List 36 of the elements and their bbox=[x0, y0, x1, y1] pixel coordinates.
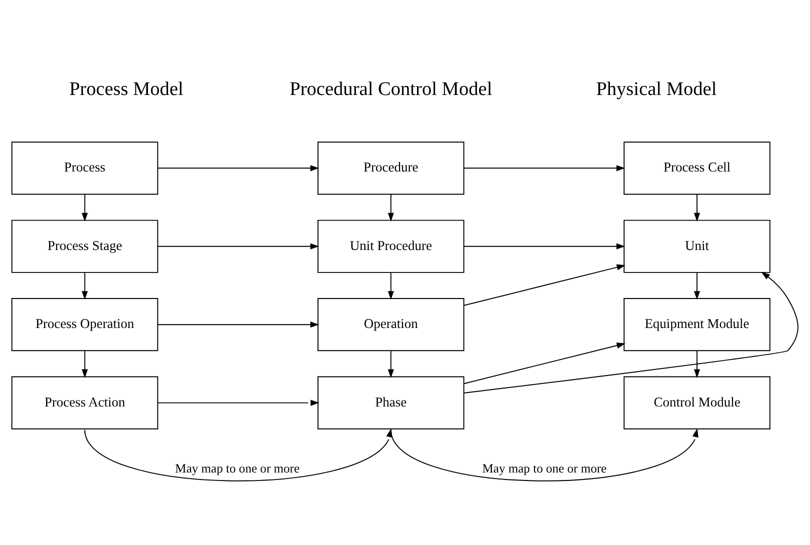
arrow bbox=[388, 194, 394, 222]
arrow bbox=[82, 194, 88, 222]
edge-label: May map to one or more bbox=[175, 462, 300, 476]
node-box: Phase bbox=[318, 376, 464, 430]
arrow bbox=[390, 428, 698, 482]
arrow bbox=[463, 165, 626, 172]
node-box: Process bbox=[11, 142, 158, 195]
node-box: Process Stage bbox=[11, 220, 158, 273]
node-box: Process Operation bbox=[11, 298, 158, 352]
node-box: Unit bbox=[624, 220, 770, 273]
label: Procedural Control Model bbox=[290, 78, 492, 100]
arrow bbox=[388, 350, 394, 378]
arrow bbox=[694, 350, 700, 378]
node-box: Equipment Module bbox=[624, 298, 770, 352]
node-box: Process Cell bbox=[624, 142, 770, 195]
label: Physical Model bbox=[596, 78, 717, 100]
arrow bbox=[82, 272, 88, 300]
node-box: Unit Procedure bbox=[318, 220, 464, 273]
arrow bbox=[694, 194, 700, 222]
label: Process Model bbox=[69, 78, 184, 100]
arrow bbox=[463, 243, 626, 250]
arrow bbox=[82, 350, 88, 378]
edge-label: May map to one or more bbox=[482, 462, 607, 476]
arrow bbox=[157, 165, 320, 172]
node-box: Procedure bbox=[318, 142, 464, 195]
arrow bbox=[157, 322, 320, 328]
arrow bbox=[464, 264, 626, 306]
arrow bbox=[388, 272, 394, 300]
arrow bbox=[157, 400, 320, 406]
node-box: Operation bbox=[318, 298, 464, 352]
arrow bbox=[464, 342, 626, 384]
node-box: Control Module bbox=[624, 376, 770, 430]
arrow bbox=[694, 272, 700, 300]
arrow bbox=[464, 272, 798, 394]
node-box: Process Action bbox=[11, 376, 158, 430]
arrow bbox=[157, 243, 320, 250]
